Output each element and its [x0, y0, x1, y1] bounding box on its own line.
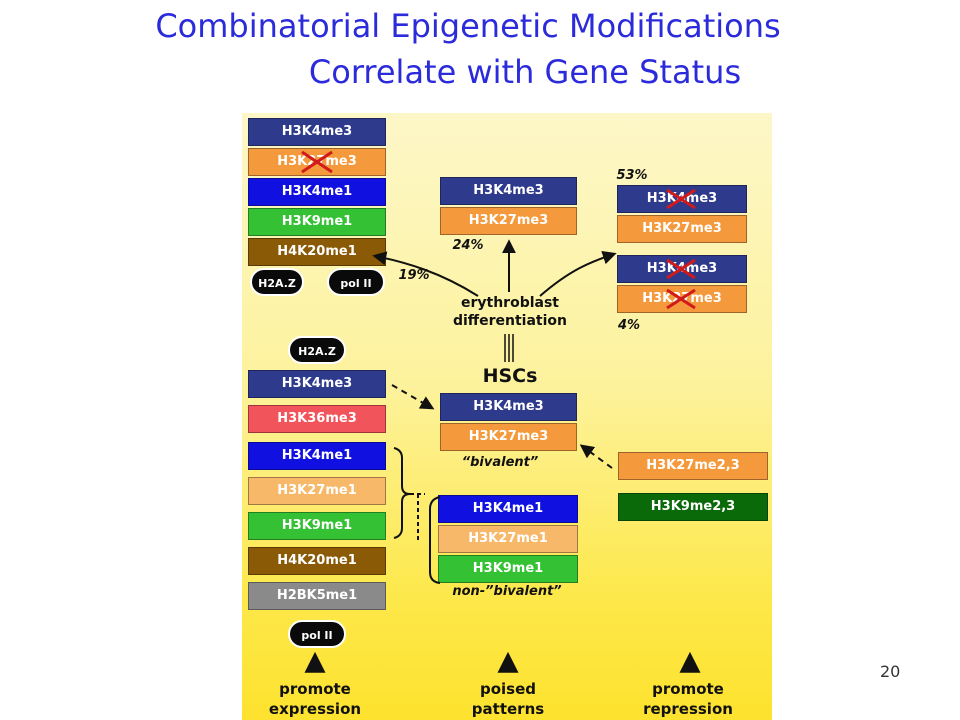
mark-tl-h3k27me3: H3K27me3: [248, 148, 386, 176]
mark-bl-h3k36me3: H3K36me3: [248, 405, 386, 433]
footer-right-line-1: promote: [652, 680, 724, 698]
mark-r-h3k9me23: H3K9me2,3: [618, 493, 768, 521]
page-number: 20: [880, 662, 901, 681]
pill-tl-h2az: H2A.Z: [250, 268, 304, 296]
percent-53: 53%: [616, 168, 648, 183]
mark-tl-h4k20me1: H4K20me1: [248, 238, 386, 266]
bivalent-label: “bivalent”: [461, 455, 539, 470]
mark-tr2-h3k27me3: H3K27me3: [617, 285, 747, 313]
slide-title-line-2: Correlate with Gene Status: [308, 53, 742, 91]
pill-bl-polii: pol II: [288, 620, 346, 648]
mark-bl-h3k4me1: H3K4me1: [248, 442, 386, 470]
mark-nonbiv-h3k9me1: H3K9me1: [438, 555, 578, 583]
slide-title-line-1: Combinatorial Epigenetic Modifications: [155, 7, 781, 45]
percent-19: 19%: [398, 268, 430, 283]
differentiation-label-1: erythroblast: [461, 295, 559, 311]
mark-r-h3k27me23: H3K27me2,3: [618, 452, 768, 480]
non-bivalent-label: non-”bivalent”: [452, 584, 562, 599]
mark-tl-h3k4me3: H3K4me3: [248, 118, 386, 146]
mark-bl-h3k27me1: H3K27me1: [248, 477, 386, 505]
percent-4: 4%: [617, 318, 641, 333]
hscs-label: HSCs: [482, 365, 538, 387]
mark-biv-h3k27me3: H3K27me3: [440, 423, 577, 451]
mark-tc-h3k27me3: H3K27me3: [440, 207, 577, 235]
mark-biv-h3k4me3: H3K4me3: [440, 393, 577, 421]
mark-nonbiv-h3k4me1: H3K4me1: [438, 495, 578, 523]
pill-tl-polii: pol II: [327, 268, 385, 296]
footer-left-line-1: promote: [279, 680, 351, 698]
mark-bl-h3k9me1: H3K9me1: [248, 512, 386, 540]
mark-tl-h3k9me1: H3K9me1: [248, 208, 386, 236]
differentiation-label-2: differentiation: [452, 313, 568, 329]
mark-nonbiv-h3k27me1: H3K27me1: [438, 525, 578, 553]
mark-bl-h3k4me3: H3K4me3: [248, 370, 386, 398]
footer-right-line-2: repression: [643, 700, 733, 718]
mark-tl-h3k4me1: H3K4me1: [248, 178, 386, 206]
footer-left-line-2: expression: [268, 700, 362, 718]
percent-24: 24%: [452, 238, 484, 253]
mark-tc-h3k4me3: H3K4me3: [440, 177, 577, 205]
mark-tr1-h3k27me3: H3K27me3: [617, 215, 747, 243]
mark-tr2-h3k4me3: H3K4me3: [617, 255, 747, 283]
footer-center-line-2: patterns: [471, 700, 545, 718]
mark-tr1-h3k4me3: H3K4me3: [617, 185, 747, 213]
mark-bl-h4k20me1: H4K20me1: [248, 547, 386, 575]
mark-bl-h2bk5me1: H2BK5me1: [248, 582, 386, 610]
pill-bl-h2az: H2A.Z: [288, 336, 346, 364]
footer-center-line-1: poised: [479, 680, 537, 698]
